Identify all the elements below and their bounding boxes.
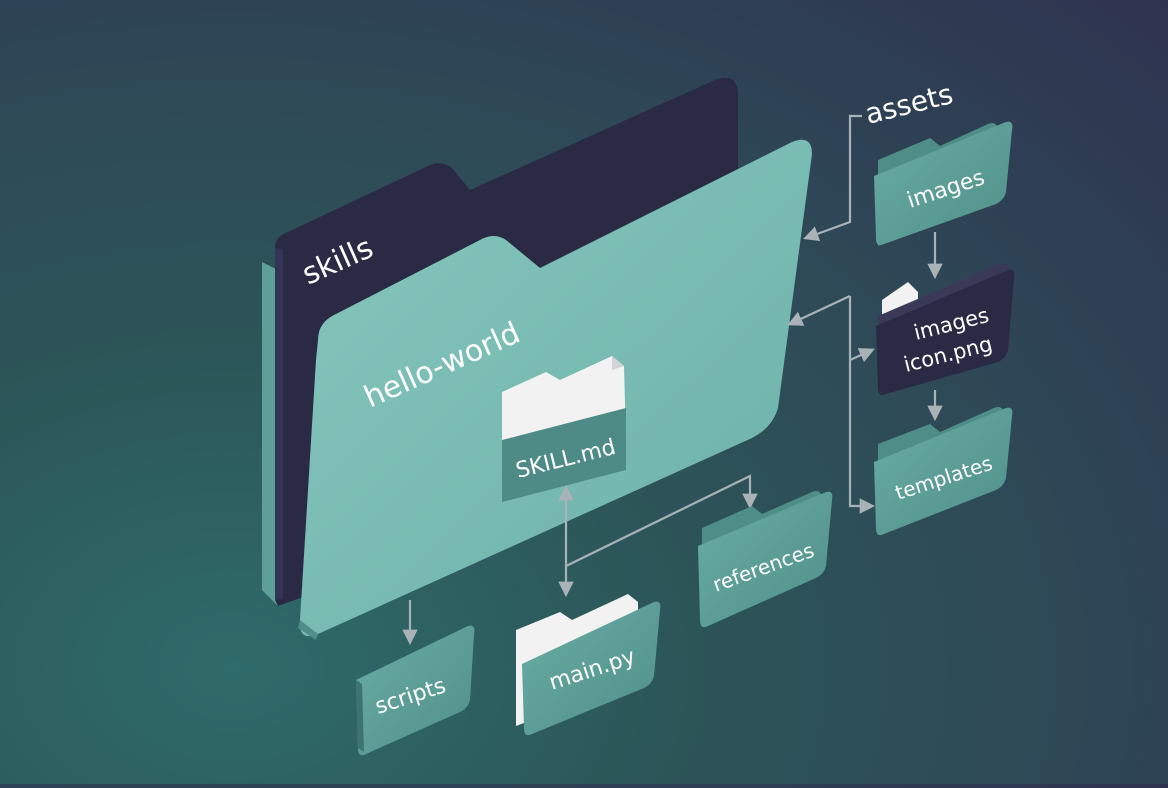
- scripts-folder-front: [356, 625, 475, 756]
- references-folder-front: [698, 491, 833, 628]
- arrow-bus-to-hello-world: [848, 296, 876, 514]
- assets-label: assets: [862, 77, 956, 131]
- main-py-folder[interactable]: main.py: [516, 594, 661, 736]
- templates-folder[interactable]: templates: [874, 407, 1013, 536]
- skills-folder-side: [262, 262, 278, 606]
- icon-png-card: [876, 269, 1015, 396]
- main-py-folder-front: [522, 601, 661, 736]
- connectors: [402, 114, 943, 646]
- hello-world-folder-bottom: [298, 620, 318, 640]
- arrow-to-references: [565, 474, 758, 567]
- scripts-folder[interactable]: scripts: [356, 625, 475, 756]
- arrow-assets-to-hello-world: [803, 114, 862, 242]
- scripts-folder-side: [356, 680, 364, 752]
- skills-folder-edge: [275, 248, 283, 600]
- images-folder-front: [874, 121, 1013, 246]
- references-folder[interactable]: references: [698, 491, 833, 628]
- arrow-bus-to-hello-world-left: [787, 295, 851, 326]
- images-folder[interactable]: images: [874, 121, 1013, 246]
- arrow-bus-to-icon: [849, 348, 875, 363]
- templates-folder-front: [874, 407, 1013, 536]
- skill-md-fold: [612, 356, 624, 370]
- icon-png-file[interactable]: images icon.png: [876, 263, 1015, 396]
- skill-md-label-band: [502, 408, 626, 502]
- skill-md-file[interactable]: SKILL.md: [502, 356, 626, 502]
